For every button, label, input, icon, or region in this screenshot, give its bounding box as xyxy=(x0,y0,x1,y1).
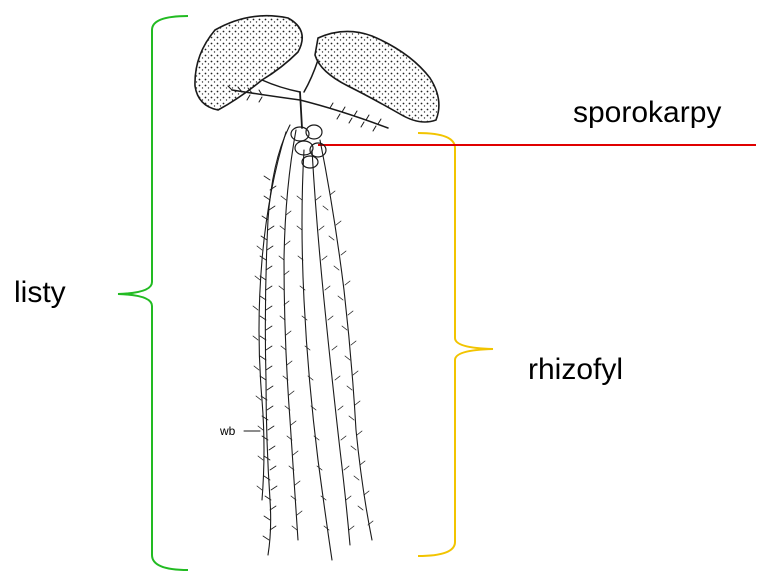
left-leaf xyxy=(195,16,302,110)
plant-illustration xyxy=(195,16,439,560)
right-leaf xyxy=(315,31,439,122)
sporokarpy-label: sporokarpy xyxy=(573,98,721,128)
submerged-leaves xyxy=(259,125,372,560)
rhizofyl-bracket xyxy=(418,133,493,556)
wb-label: wb xyxy=(220,425,235,437)
listy-label: listy xyxy=(14,278,66,308)
listy-bracket xyxy=(118,16,188,570)
rhizofyl-label: rhizofyl xyxy=(528,355,623,385)
leaf-hairs xyxy=(253,176,373,540)
